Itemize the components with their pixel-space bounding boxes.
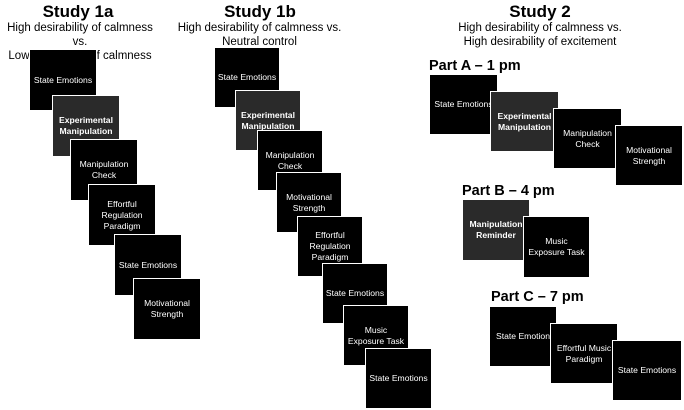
step-label: Motivational Strength [286, 191, 332, 213]
part-c-step-state-emotion: State Emotion [489, 306, 557, 367]
step-label: Effortful Regulation Paradigm [309, 230, 351, 262]
step-label: Music Exposure Task [528, 236, 585, 257]
step-label: State Emotion [496, 331, 550, 341]
step-label: Manipulation Check [79, 159, 129, 180]
step-label: State Emotions [617, 365, 677, 375]
step-label: Manipulation Check [563, 127, 612, 149]
step-label: Experimental Manipulation [241, 109, 295, 131]
part-a-step-manipulation-check: Manipulation Check [553, 108, 622, 169]
step-label: State Emotions [369, 373, 428, 383]
step-label: State Emotions [217, 72, 277, 82]
step-label: Motivational Strength [144, 298, 190, 319]
part-a-step-experimental-manipulation: Experimental Manipulation [490, 91, 559, 152]
part-b-step-manipulation-reminder: Manipulation Reminder [462, 199, 530, 261]
study-2-subtitle: High desirability of calmness vs. High d… [440, 21, 640, 49]
step-label: Motivational Strength [626, 144, 672, 166]
step-label: State Emotions [118, 259, 178, 270]
study-1b-subtitle-line-2: Neutral control [222, 36, 297, 48]
step-label: Experimental Manipulation [59, 115, 113, 136]
step-label: Music Exposure Task [347, 324, 405, 346]
step-label: State Emotions [434, 99, 493, 109]
part-c-step-effortful-music-paradigm: Effortful Music Paradigm [550, 323, 618, 384]
part-b-step-music-exposure-task: Music Exposure Task [523, 216, 590, 278]
study-1a-subtitle-line-1: High desirability of calmness vs. [7, 22, 153, 48]
part-a-step-state-emotions: State Emotions [429, 74, 498, 135]
step-label: Effortful Regulation Paradigm [101, 198, 143, 231]
study-2-subtitle-line-1: High desirability of calmness vs. [458, 22, 622, 34]
step-label: Manipulation Reminder [469, 219, 523, 240]
part-a-step-motivational-strength: Motivational Strength [615, 125, 683, 186]
study-2-title: Study 2 [509, 2, 571, 21]
step-label: State Emotions [33, 74, 93, 85]
study-1a-step-motivational-strength: Motivational Strength [133, 278, 201, 340]
part-c-step-state-emotions: State Emotions [612, 340, 682, 401]
part-b-title: Part B – 4 pm [462, 183, 555, 199]
study-1b-step-state-emotions-3: State Emotions [365, 348, 432, 409]
step-label: Experimental Manipulation [497, 110, 552, 132]
step-label: Effortful Music Paradigm [556, 342, 612, 364]
part-c-title: Part C – 7 pm [491, 289, 584, 305]
study-2-subtitle-line-2: High desirability of excitement [463, 36, 617, 48]
step-label: Manipulation Check [265, 149, 315, 171]
study-1b-subtitle-line-1: High desirability of calmness vs. [177, 22, 342, 34]
step-label: State Emotions [325, 288, 385, 298]
study-1b-title: Study 1b [224, 2, 296, 21]
part-a-title: Part A – 1 pm [429, 58, 521, 74]
study-1b-subtitle: High desirability of calmness vs. Neutra… [172, 21, 347, 49]
study-1a-title: Study 1a [42, 2, 114, 21]
